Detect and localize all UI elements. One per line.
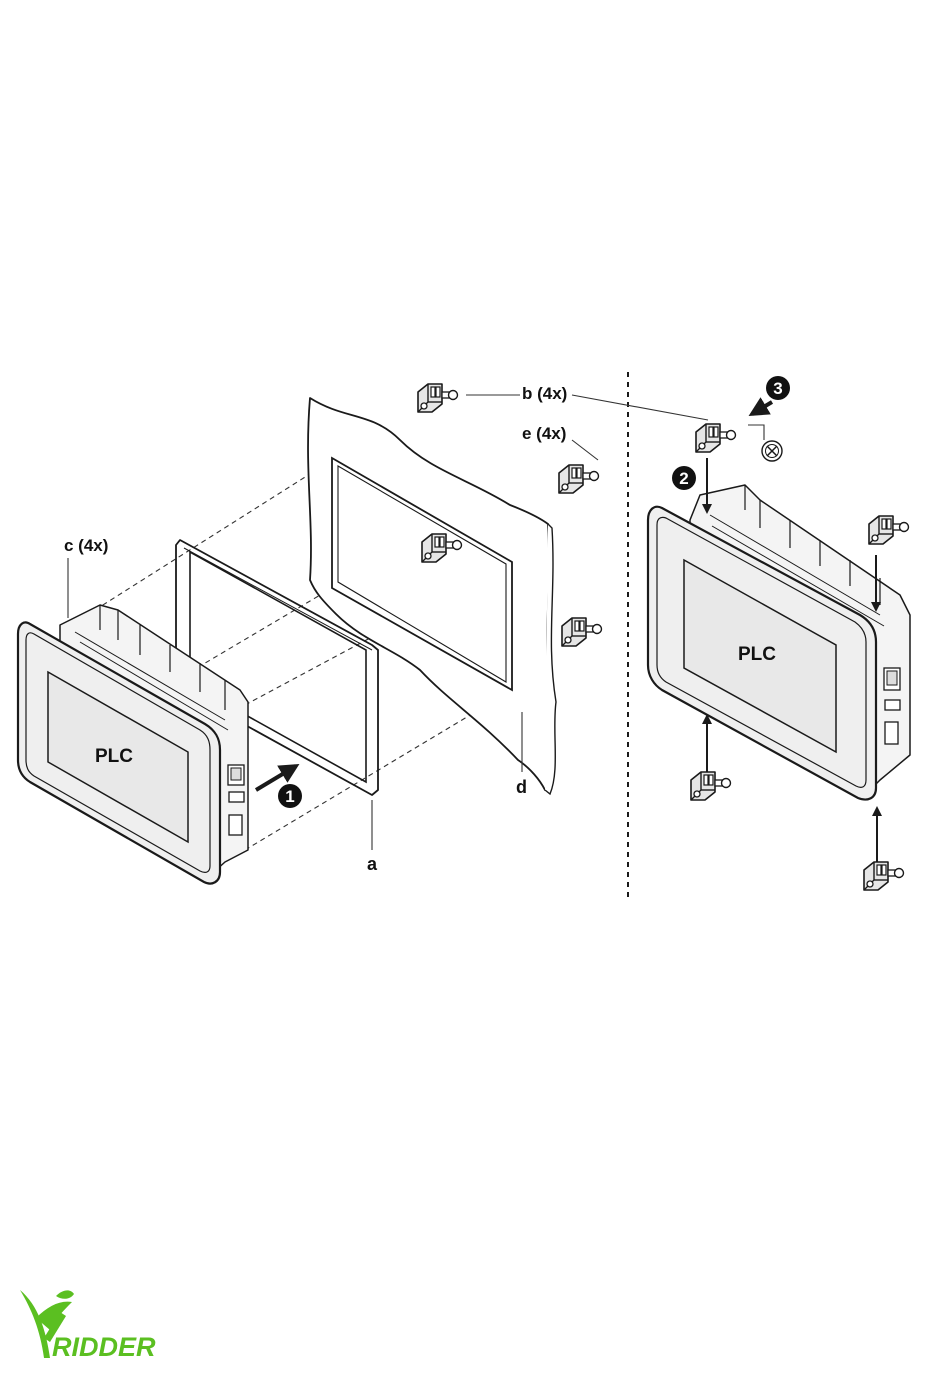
brand-name: RIDDER bbox=[52, 1332, 156, 1362]
clip-b bbox=[418, 384, 458, 412]
clip-e bbox=[559, 465, 599, 493]
plc-label-right: PLC bbox=[738, 644, 776, 665]
svg-text:3: 3 bbox=[773, 379, 782, 398]
arrow-step-3 bbox=[752, 402, 772, 414]
svg-text:2: 2 bbox=[679, 469, 688, 488]
label-e: e (4x) bbox=[522, 424, 566, 443]
svg-text:1: 1 bbox=[285, 787, 294, 806]
clip-right-bottom-left bbox=[691, 772, 731, 800]
step-1-badge: 1 bbox=[278, 784, 302, 808]
label-d: d bbox=[516, 777, 527, 797]
clip-right-upper-right bbox=[869, 516, 909, 544]
step-2-badge: 2 bbox=[672, 466, 696, 490]
clip-wall-lower bbox=[562, 618, 602, 646]
clip-right-bottom-right bbox=[864, 862, 904, 890]
no-overtighten-icon bbox=[748, 425, 782, 461]
label-a: a bbox=[367, 854, 378, 874]
step-3-badge: 3 bbox=[766, 376, 790, 400]
leader-line-b-right bbox=[572, 395, 708, 420]
mounting-wall-panel bbox=[308, 398, 556, 794]
plc-label-left: PLC bbox=[95, 746, 133, 767]
plc-device-left: PLC bbox=[18, 605, 248, 884]
clip-right-top bbox=[696, 424, 736, 452]
label-c: c (4x) bbox=[64, 536, 108, 555]
ridder-logo: RIDDER bbox=[20, 1290, 156, 1362]
label-b: b (4x) bbox=[522, 384, 567, 403]
